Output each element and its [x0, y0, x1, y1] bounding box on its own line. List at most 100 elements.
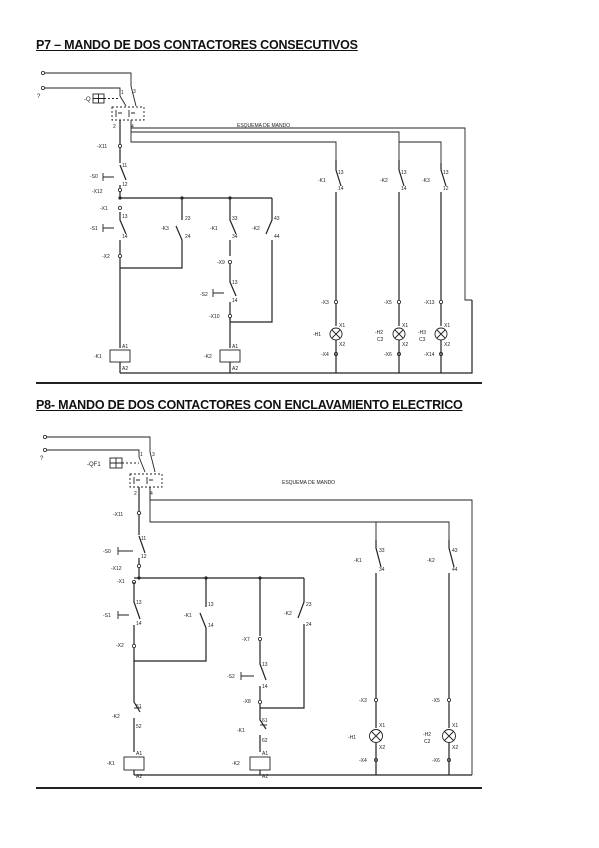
svg-text:43: 43 — [274, 216, 280, 222]
svg-text:2: 2 — [134, 491, 137, 497]
svg-text:34: 34 — [379, 567, 385, 573]
svg-text:X2: X2 — [452, 745, 458, 751]
svg-text:-K1: -K1 — [94, 354, 102, 360]
svg-text:-K1: -K1 — [184, 613, 192, 619]
svg-text:-S1: -S1 — [103, 613, 111, 619]
lamp-branch-2: -K2 43 44 -X5 -H2 C2 X1 X2 -X6 — [423, 540, 458, 775]
svg-text:3: 3 — [133, 89, 136, 95]
svg-text:X1: X1 — [402, 323, 408, 329]
svg-text:-X8: -X8 — [243, 699, 251, 705]
svg-text:44: 44 — [452, 567, 458, 573]
svg-text:-X5: -X5 — [384, 300, 392, 306]
svg-text:A2: A2 — [232, 366, 238, 372]
supply-lines: ? — [37, 71, 132, 100]
svg-text:A2: A2 — [262, 774, 268, 780]
svg-text:C3: C3 — [419, 337, 426, 343]
lamp-branch-1: -K1 33 34 -X3 -H1 X1 X2 -X4 — [348, 540, 385, 775]
svg-text:14: 14 — [136, 621, 142, 627]
svg-text:-X4: -X4 — [359, 758, 367, 764]
svg-text:14: 14 — [338, 186, 344, 192]
svg-text:2: 2 — [113, 124, 116, 130]
svg-text:23: 23 — [306, 602, 312, 608]
neutral-rail — [120, 300, 473, 374]
svg-text:-X1: -X1 — [117, 579, 125, 585]
svg-text:4: 4 — [131, 124, 134, 130]
svg-text:34: 34 — [232, 234, 238, 240]
svg-text:13: 13 — [443, 170, 449, 176]
svg-text:13: 13 — [232, 280, 238, 286]
svg-text:11: 11 — [141, 536, 146, 542]
main-switch: -QF1 1 3 2 4 — [87, 451, 163, 497]
svg-text:12: 12 — [141, 554, 147, 560]
svg-text:?: ? — [40, 456, 44, 462]
main-switch: -Q 1 3 2 4 — [84, 85, 145, 130]
svg-text:X2: X2 — [402, 342, 408, 348]
svg-text:A1: A1 — [136, 751, 142, 757]
svg-text:X1: X1 — [444, 323, 450, 329]
svg-text:?: ? — [37, 94, 41, 100]
svg-text:-S2: -S2 — [200, 292, 208, 298]
svg-text:-X7: -X7 — [242, 637, 250, 643]
svg-text:33: 33 — [232, 216, 238, 222]
svg-text:-K1: -K1 — [107, 761, 115, 767]
svg-text:-K1: -K1 — [237, 728, 245, 734]
svg-text:-S0: -S0 — [90, 174, 98, 180]
svg-text:12: 12 — [122, 182, 128, 188]
svg-text:-X11: -X11 — [113, 512, 123, 518]
svg-text:X2: X2 — [339, 342, 345, 348]
svg-text:-K1: -K1 — [354, 558, 362, 564]
svg-text:44: 44 — [274, 234, 280, 240]
svg-text:1: 1 — [140, 452, 143, 458]
svg-text:3: 3 — [152, 452, 155, 458]
lamp-branch-3: -K3 13 12 -X13 -H3 C3 X1 X2 -X14 — [418, 163, 450, 373]
svg-text:14: 14 — [262, 684, 268, 690]
svg-text:-X3: -X3 — [321, 300, 329, 306]
section-divider-p8 — [36, 787, 482, 789]
svg-text:-K1: -K1 — [318, 178, 326, 184]
svg-text:-K2: -K2 — [232, 761, 240, 767]
svg-text:-X14: -X14 — [424, 352, 435, 358]
svg-text:-K1: -K1 — [210, 226, 218, 232]
svg-text:-K2: -K2 — [204, 354, 212, 360]
svg-text:43: 43 — [452, 548, 458, 554]
svg-text:1: 1 — [121, 90, 124, 96]
scheme-label: ESQUEMA DE MANDO — [282, 480, 335, 486]
lamp-branch-2: -K2 13 14 -X5 -H2 C2 X1 X2 -X6 — [375, 160, 408, 373]
svg-text:-X10: -X10 — [209, 314, 220, 320]
section-title-p7: P7 – MANDO DE DOS CONTACTORES CONSECUTIV… — [36, 38, 358, 52]
svg-text:-X6: -X6 — [384, 352, 392, 358]
svg-text:A1: A1 — [122, 344, 128, 350]
svg-text:-H1: -H1 — [313, 332, 321, 338]
label: -Q — [84, 97, 91, 103]
svg-text:61: 61 — [262, 718, 268, 724]
svg-text:-X9: -X9 — [217, 260, 225, 266]
svg-text:-S2: -S2 — [227, 674, 235, 680]
svg-text:X1: X1 — [339, 323, 345, 329]
svg-text:-X3: -X3 — [359, 698, 367, 704]
svg-text:-K2: -K2 — [427, 558, 435, 564]
svg-text:-H1: -H1 — [348, 735, 356, 741]
svg-text:-X6: -X6 — [432, 758, 440, 764]
svg-text:-X13: -X13 — [424, 300, 435, 306]
svg-text:23: 23 — [185, 216, 191, 222]
svg-text:24: 24 — [185, 234, 191, 240]
svg-text:A1: A1 — [262, 751, 268, 757]
section-divider-p7 — [36, 382, 482, 384]
svg-text:-K3: -K3 — [161, 226, 169, 232]
control-column-middle: 33 34 -K1 43 44 -K2 -X9 13 14 -S2 -X10 -… — [200, 198, 280, 373]
svg-text:14: 14 — [401, 186, 407, 192]
svg-text:62: 62 — [262, 738, 268, 744]
svg-text:-H3: -H3 — [418, 330, 426, 336]
svg-text:24: 24 — [306, 622, 312, 628]
svg-text:14: 14 — [208, 623, 214, 629]
svg-text:-X2: -X2 — [116, 643, 124, 649]
svg-text:-H2: -H2 — [375, 330, 383, 336]
svg-text:-X5: -X5 — [432, 698, 440, 704]
svg-text:-K2: -K2 — [112, 714, 120, 720]
svg-text:51: 51 — [136, 704, 142, 710]
svg-text:-K2: -K2 — [252, 226, 260, 232]
svg-text:A2: A2 — [122, 366, 128, 372]
svg-text:11: 11 — [122, 163, 127, 169]
